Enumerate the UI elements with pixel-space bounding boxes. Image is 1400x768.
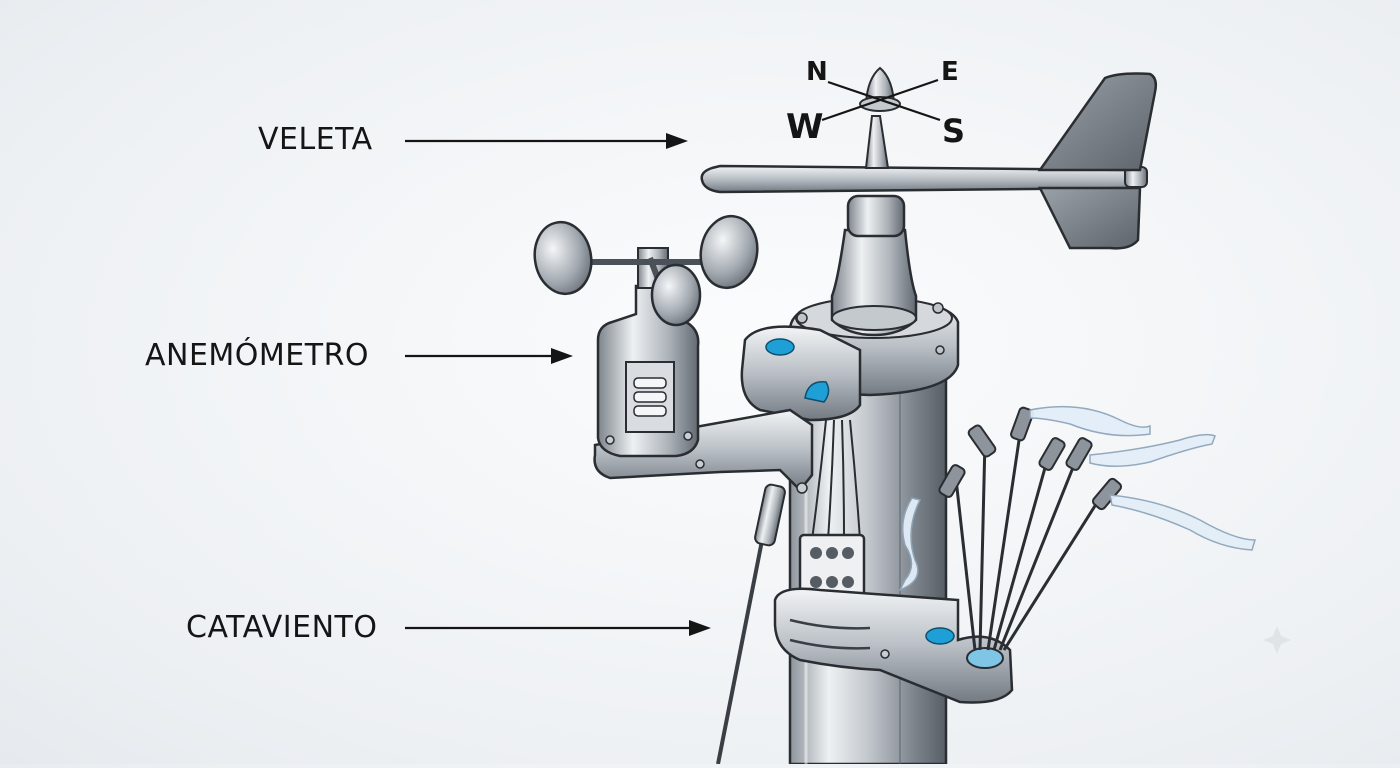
antenna-cable <box>716 483 786 765</box>
lower-clamp <box>773 587 1014 704</box>
compass-n: N <box>806 57 828 87</box>
leader-arrows <box>405 133 711 636</box>
cataviento-rods <box>953 419 1107 651</box>
cataviento-arrow <box>405 620 711 636</box>
compass-cross <box>821 78 941 122</box>
anemometer-cup <box>650 263 702 327</box>
compass-s: S <box>942 112 965 150</box>
blue-indicator-icon <box>765 338 795 356</box>
compass-e: E <box>941 57 959 87</box>
anemometer <box>533 214 759 458</box>
cataviento-tips <box>938 406 1123 511</box>
cataviento-ribbons <box>898 405 1257 592</box>
wind-vane <box>700 66 1158 337</box>
anemometro-arrow <box>405 348 573 364</box>
anemometer-cup <box>699 214 759 290</box>
veleta-arrow <box>405 133 688 149</box>
side-mount <box>740 325 862 422</box>
anemometer-arm <box>593 408 814 494</box>
anemometer-cup <box>533 220 593 296</box>
blue-indicator-icon <box>804 381 830 403</box>
terminal-block <box>798 533 866 605</box>
wiring <box>811 419 861 541</box>
compass-w: W <box>786 107 824 147</box>
sparkle-icon <box>1263 626 1291 654</box>
blue-indicator-icon <box>925 627 955 645</box>
label-cataviento: CATAVIENTO <box>186 610 378 645</box>
label-veleta: VELETA <box>258 122 373 157</box>
label-anemometro: ANEMÓMETRO <box>145 338 370 373</box>
